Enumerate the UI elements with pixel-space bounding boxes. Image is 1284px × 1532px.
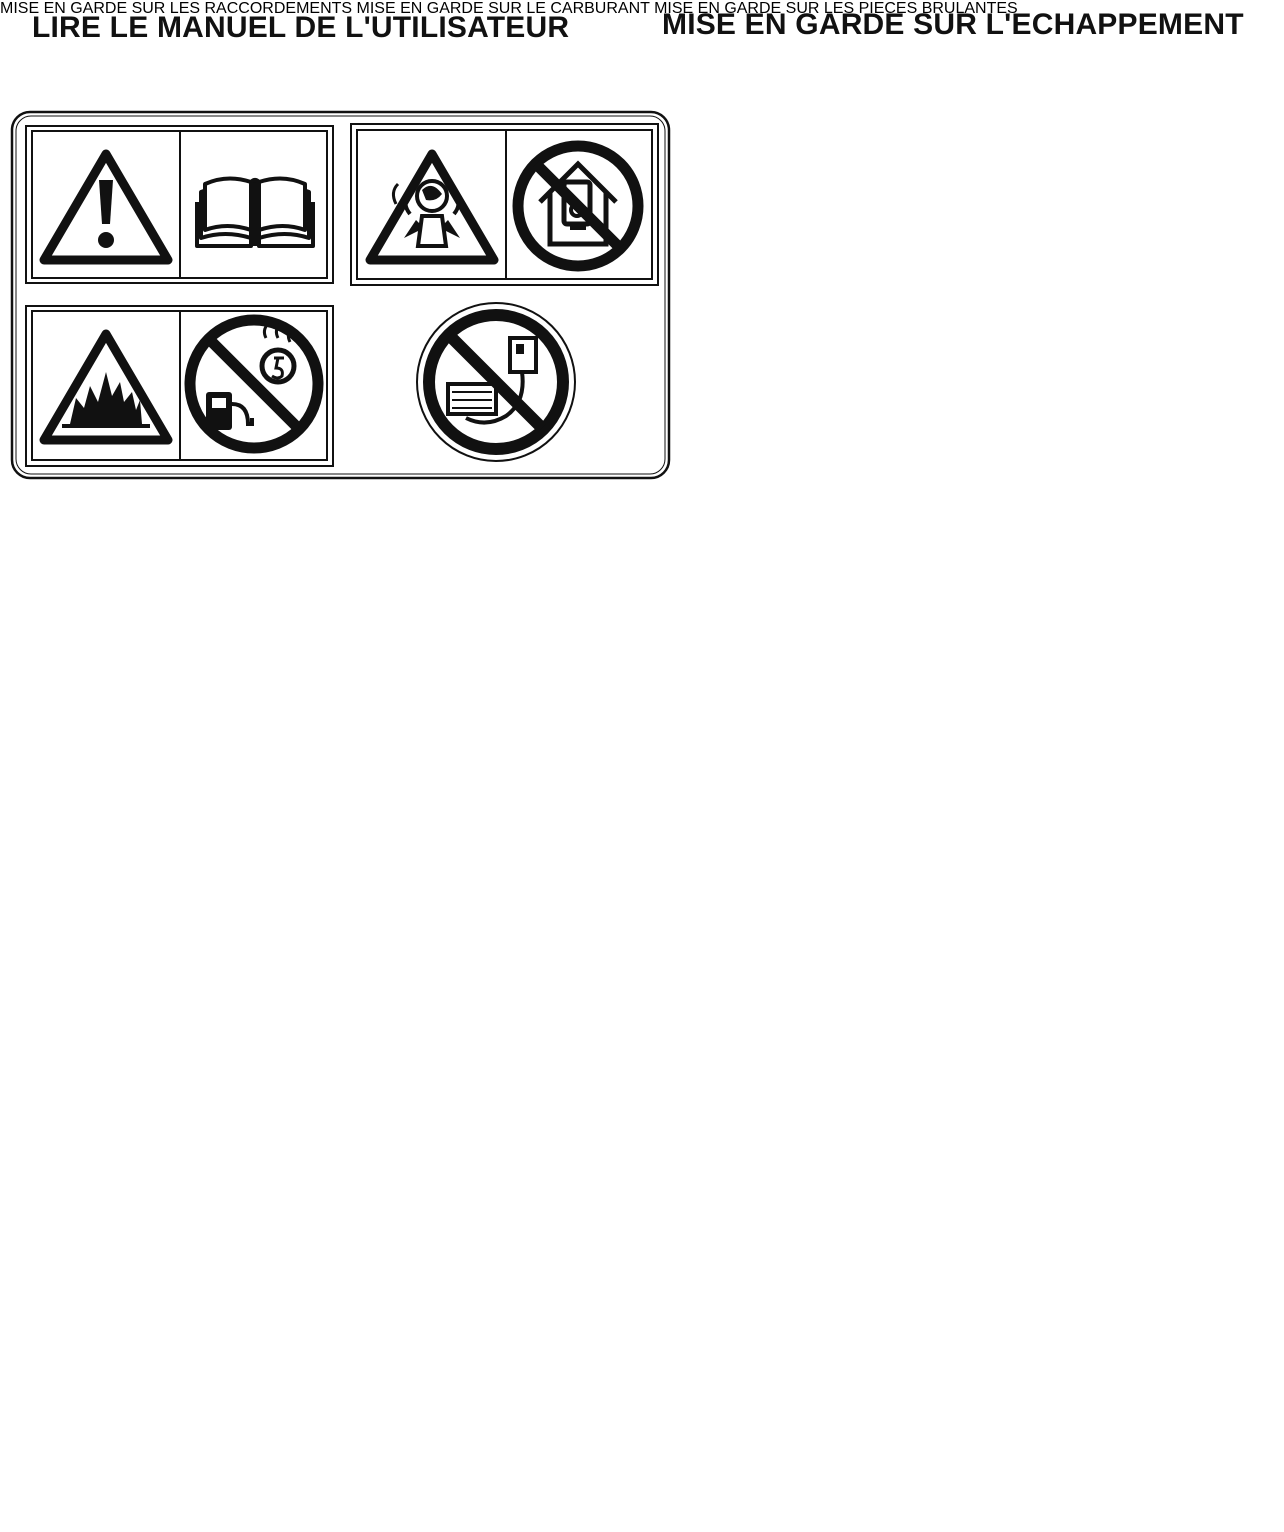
connection-caption-line-1: MISE EN GARDE SUR LES (0, 0, 201, 17)
open-book-icon (195, 176, 315, 248)
fuel-warning-label (25, 305, 334, 467)
read-manual-caption: LIRE LE MANUEL DE L'UTILISATEUR (32, 11, 570, 44)
no-indoor-use-icon (512, 140, 644, 272)
fuel-warning-caption: MISE EN GARDE SUR LE CARBURANT (357, 0, 655, 17)
exhaust-warning-caption: MISE EN GARDE SUR L'ECHAPPEMENT (662, 8, 1244, 41)
exhaust-hazard-icon (370, 154, 494, 260)
connection-caption-line-2: RACCORDEMENTS (204, 0, 353, 17)
fuel-caption-line-2: LE CARBURANT (526, 0, 650, 17)
exhaust-warning-label (350, 123, 659, 286)
read-manual-label (25, 125, 334, 284)
fuel-caption-line-1: MISE EN GARDE SUR (356, 0, 522, 17)
hot-parts-caption: MISE EN GARDE SUR LES PIECES BRULANTES (654, 0, 1018, 17)
connection-warning-caption: MISE EN GARDE SUR LES RACCORDEMENTS (0, 0, 357, 17)
no-grid-connection-icon (416, 302, 576, 462)
warning-exclamation-icon (44, 154, 168, 260)
no-refuel-hot-engine-icon (184, 314, 324, 454)
fire-hazard-icon (44, 334, 168, 440)
